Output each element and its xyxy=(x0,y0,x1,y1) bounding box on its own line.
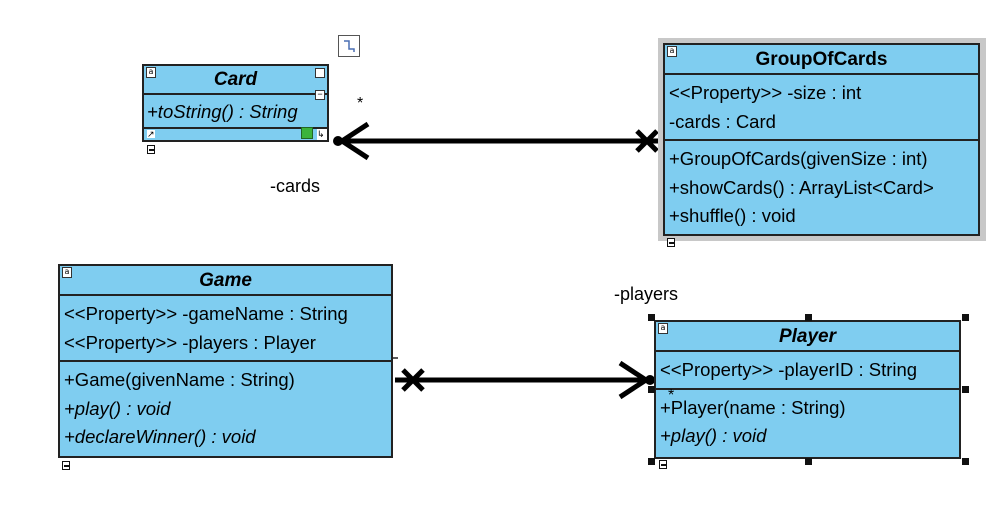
operation: +GroupOfCards(givenSize : int) xyxy=(669,148,928,169)
operations-compartment: +Game(givenName : String) +play() : void… xyxy=(60,362,391,455)
note-icon[interactable] xyxy=(659,460,667,469)
operation: +shuffle() : void xyxy=(669,205,796,226)
resize-handle[interactable] xyxy=(805,314,812,321)
options-icon[interactable] xyxy=(315,68,325,78)
class-card[interactable]: a Card +toString() : String − ↗ ↳ xyxy=(142,64,329,142)
resize-handle[interactable] xyxy=(962,386,969,393)
role-label-cards[interactable]: -cards xyxy=(270,176,321,196)
game-player-association[interactable] xyxy=(395,360,655,400)
operation: +play() : void xyxy=(64,397,171,419)
operation: +Game(givenName : String) xyxy=(64,369,295,390)
attribute: <<Property>> -size : int xyxy=(669,82,862,103)
resize-handle[interactable] xyxy=(648,458,655,465)
class-game[interactable]: a Game <<Property>> -gameName : String <… xyxy=(58,264,393,458)
class-name: Player xyxy=(656,322,959,352)
class-name: Game xyxy=(60,266,391,296)
resize-handle[interactable] xyxy=(962,314,969,321)
multiplicity-cards[interactable]: * xyxy=(357,95,364,112)
class-groupofcards[interactable]: a GroupOfCards <<Property>> -size : int … xyxy=(663,43,980,236)
operations-compartment: +toString() : String xyxy=(144,95,327,129)
ownership-dot xyxy=(645,375,655,385)
operation: +showCards() : ArrayList<Card> xyxy=(669,176,934,198)
attribute: <<Property>> -playerID : String xyxy=(660,359,918,380)
class-name: GroupOfCards xyxy=(665,45,978,75)
resize-handle[interactable] xyxy=(962,458,969,465)
ownership-dot xyxy=(333,136,343,146)
resize-handle[interactable] xyxy=(805,458,812,465)
operation: +toString() : String xyxy=(147,101,298,122)
class-icon: a xyxy=(658,323,668,334)
attributes-compartment: <<Property>> -size : int -cards : Card xyxy=(665,75,978,141)
resize-handle[interactable] xyxy=(648,386,655,393)
attribute: <<Property>> -players : Player xyxy=(64,331,316,353)
operation: +play() : void xyxy=(660,425,767,446)
attribute: <<Property>> -gameName : String xyxy=(64,303,348,324)
note-icon[interactable] xyxy=(62,461,70,470)
operation: +declareWinner() : void xyxy=(64,426,256,447)
operations-compartment: +Player(name : String) +play() : void xyxy=(656,390,959,454)
card-group-association[interactable] xyxy=(333,121,663,161)
operations-compartment: +GroupOfCards(givenSize : int) +showCard… xyxy=(665,141,978,234)
class-icon: a xyxy=(146,67,156,78)
non-navigable-x-game xyxy=(401,368,425,392)
green-status-icon xyxy=(301,127,313,139)
multiplicity-players[interactable]: * xyxy=(668,387,675,404)
attribute: -cards : Card xyxy=(669,110,776,132)
note-icon[interactable] xyxy=(667,238,675,247)
operation: +Player(name : String) xyxy=(660,396,846,418)
note-icon[interactable] xyxy=(147,145,155,154)
attributes-compartment: <<Property>> -playerID : String xyxy=(656,352,959,390)
class-name: Card xyxy=(144,66,327,95)
resize-handle[interactable] xyxy=(648,314,655,321)
resize-arrow-icon[interactable]: ↗ xyxy=(147,129,155,139)
class-icon: a xyxy=(667,46,677,57)
class-player[interactable]: a Player <<Property>> -playerID : String… xyxy=(654,320,961,459)
collapse-button[interactable]: − xyxy=(315,90,325,100)
connector-icon[interactable]: ↳ xyxy=(317,129,327,140)
role-label-players[interactable]: -players xyxy=(614,284,679,304)
diagram-toolbar-icon[interactable] xyxy=(338,35,360,57)
attributes-compartment: <<Property>> -gameName : String <<Proper… xyxy=(60,296,391,362)
non-navigable-x-group xyxy=(635,129,659,153)
class-icon: a xyxy=(62,267,72,278)
